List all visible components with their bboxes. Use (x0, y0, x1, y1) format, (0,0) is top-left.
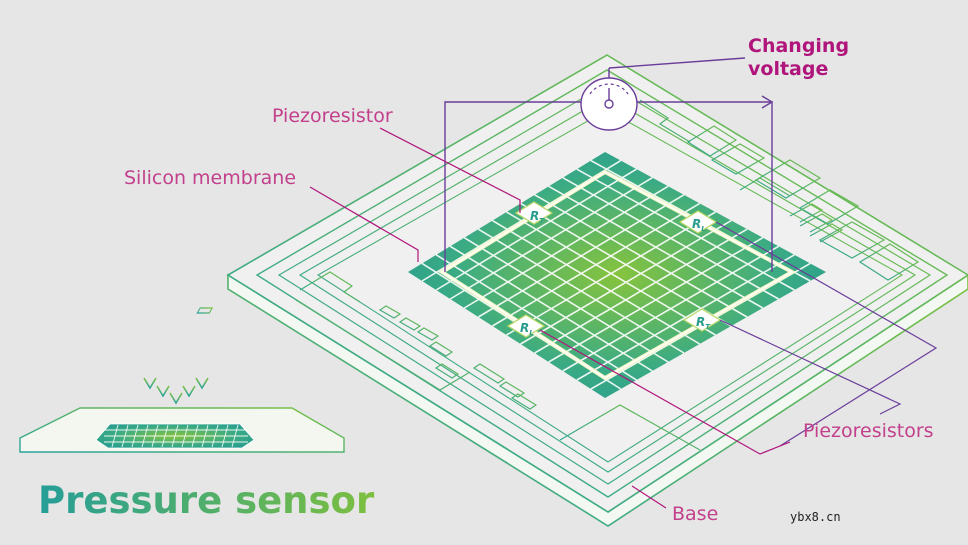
label-leaders (309, 127, 938, 509)
page-title: Pressure sensor (38, 479, 375, 522)
membrane-grid-line (576, 168, 795, 291)
changing-voltage-label-line2: voltage (748, 58, 828, 80)
changing-voltage-label-line1: Changing (748, 35, 849, 57)
svg-text:RL: RL (520, 321, 534, 337)
membrane-grid-line (506, 211, 716, 336)
resistor-rt-top-letter: R (530, 209, 539, 223)
resistor-rt-top-sub: T (539, 217, 545, 225)
silicon-membrane-label: Silicon membrane (124, 167, 296, 189)
membrane-grid-line (534, 194, 748, 318)
membrane-grid-line (520, 202, 732, 327)
resistor-rl-right-sub: L (701, 225, 705, 233)
silicon-membrane (408, 152, 826, 398)
voltmeter (580, 77, 638, 131)
resistor-rl-bottom-letter: R (520, 321, 529, 335)
pressure-arrows (143, 325, 209, 405)
svg-text:RT: RT (696, 315, 711, 331)
resistor-rt-bottom-letter: R (696, 315, 705, 329)
svg-text:RL: RL (692, 217, 706, 233)
resistor-rl-right: RL (678, 210, 718, 234)
resistor-rl-right-letter: R (692, 217, 701, 231)
piezoresistor-label: Piezoresistor (272, 105, 393, 127)
membrane-grid-line (548, 237, 764, 363)
base-label: Base (672, 503, 718, 525)
membrane-grid-line (562, 177, 780, 300)
resistor-bridge-trace (438, 169, 797, 381)
resistor-rl-bottom: RL (506, 314, 546, 338)
resistor-rl-bottom-sub: L (529, 329, 533, 337)
piezoresistors-label: Piezoresistors (803, 420, 934, 442)
mini-sensor (19, 407, 345, 453)
svg-text:RT: RT (530, 209, 545, 225)
membrane-grid-line (576, 254, 795, 381)
resistor-rt-top: RT (514, 201, 554, 225)
membrane-grid-line (562, 245, 780, 372)
voltmeter-circuit (444, 57, 774, 272)
chip-traces (196, 99, 920, 451)
membrane-grid-line (548, 185, 764, 309)
resistor-rt-bottom-sub: T (705, 323, 711, 331)
membrane-grid-line (520, 219, 732, 345)
membrane-grid-line (534, 228, 748, 354)
watermark: ybx8.cn (790, 510, 841, 524)
